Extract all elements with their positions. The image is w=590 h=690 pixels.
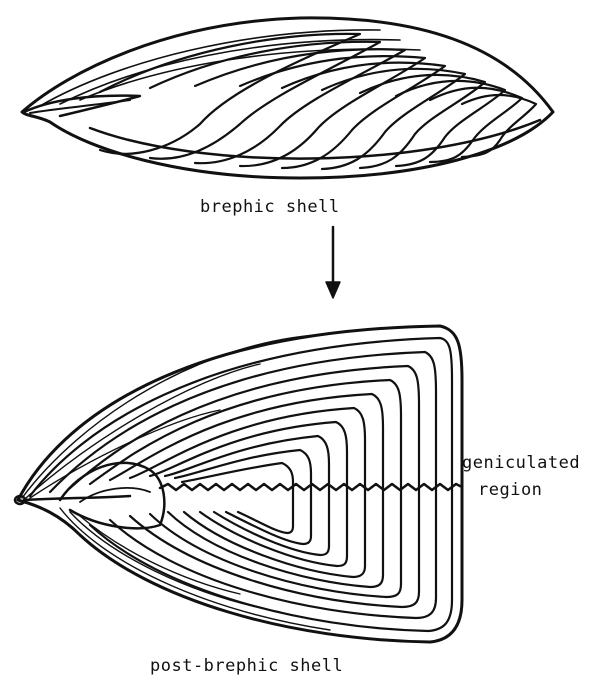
- post-brephic-shell-illustration: [15, 326, 462, 642]
- post-brephic-shell-label: post-brephic shell: [150, 656, 343, 676]
- arrow-head: [326, 282, 340, 298]
- lower-beak-lines: [60, 508, 330, 630]
- region-label: region: [478, 480, 542, 500]
- post-brephic-beak-line: [24, 496, 130, 500]
- brephic-shell-label: brephic shell: [200, 197, 340, 217]
- growth-arrow: [326, 227, 340, 298]
- embedded-brephic-inner: [80, 488, 150, 502]
- brephic-shell-illustration: [22, 18, 553, 178]
- geniculated-label: geniculated: [462, 453, 580, 473]
